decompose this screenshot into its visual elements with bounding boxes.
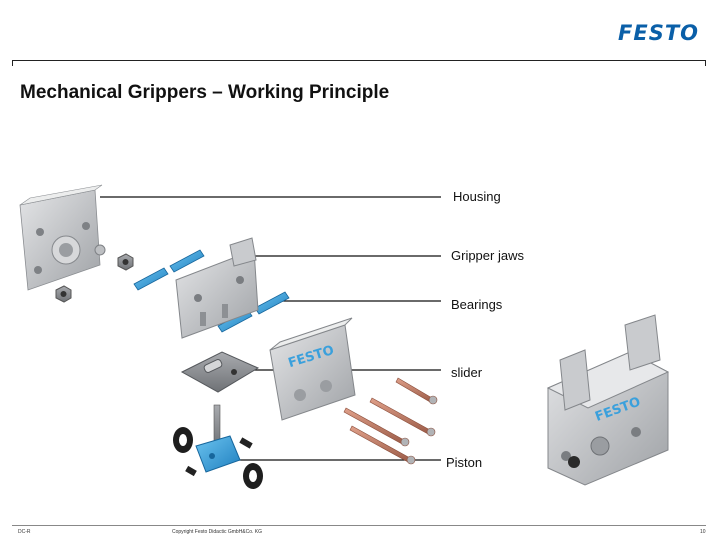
gripper-jaws-part [175,237,259,339]
footer-rule [12,525,706,526]
slider-part [180,351,260,393]
festo-logo: FESTO [618,21,699,45]
label-gripper-jaws: Gripper jaws [451,248,524,263]
footer-left: DC-R [18,529,31,535]
header-rule-right-tick [705,60,706,66]
piston-part [173,427,263,489]
label-bearings: Bearings [451,297,503,312]
slide-title: Mechanical Grippers – Working Principle [20,82,390,103]
copper-pins [343,377,438,465]
middle-housing-part: FESTO [269,317,356,421]
housing-part [19,184,106,291]
header-rule [12,60,706,61]
footer-copyright: Copyright Festo Didactic GmbH&Co. KG [172,529,263,535]
label-piston: Piston [446,455,483,470]
header-rule-left-tick [12,60,13,66]
label-housing: Housing [453,189,501,204]
nut-parts [55,253,134,303]
label-slider: slider [451,365,483,380]
assembled-gripper: FESTO [546,314,670,486]
footer-page-number: 10 [700,529,706,535]
